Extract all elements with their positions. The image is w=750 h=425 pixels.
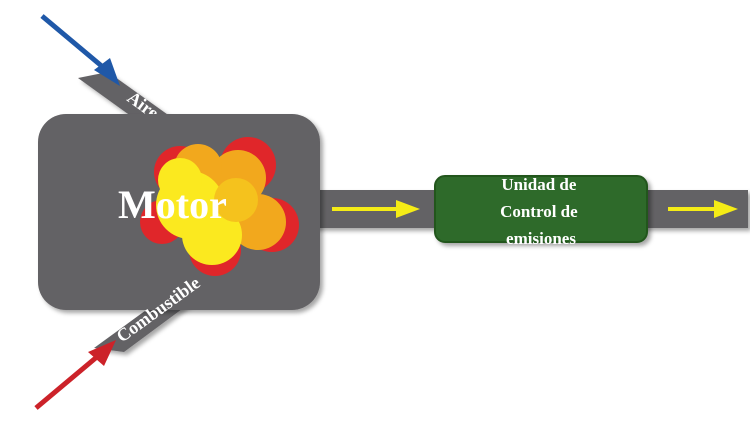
yellow-arrow-icon <box>332 200 420 218</box>
emission-unit-line-3: emisiones <box>506 229 576 248</box>
air-inlet-pipe <box>78 72 178 124</box>
engine-label: Motor <box>118 182 227 227</box>
emission-unit-line-1: Unidad de <box>501 175 577 194</box>
emission-unit-line-2: Control de <box>500 202 578 221</box>
red-arrow-icon <box>34 340 116 410</box>
blue-arrow-icon <box>40 14 120 86</box>
explosion-icon <box>140 137 299 276</box>
emission-unit-label: Unidad de Control de emisiones <box>500 175 582 248</box>
yellow-arrow-icon <box>668 200 738 218</box>
emission-control-unit <box>434 175 648 243</box>
